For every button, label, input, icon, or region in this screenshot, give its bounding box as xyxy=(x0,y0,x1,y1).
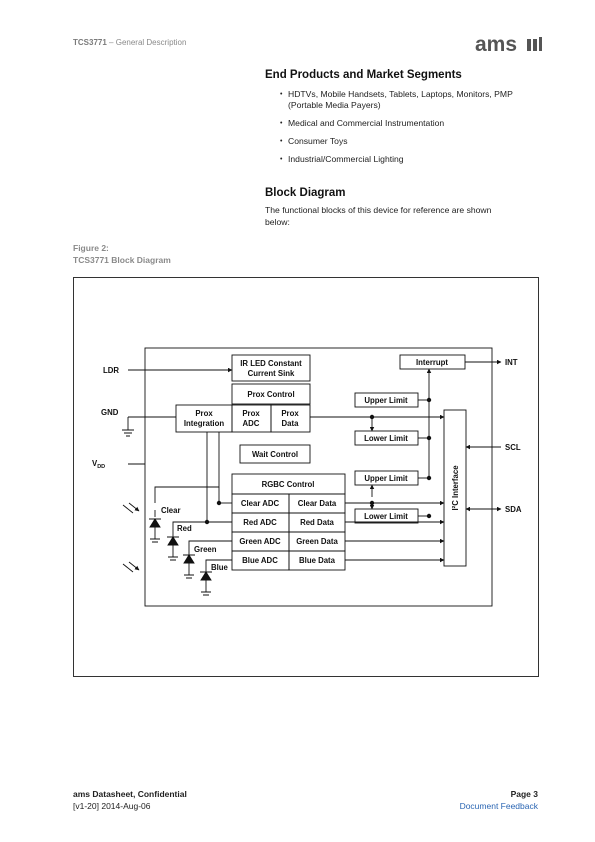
footer-revision: [v1-20] 2014-Aug-06 xyxy=(73,801,151,811)
photodiode-blue-label: Blue xyxy=(211,563,229,572)
footer-title: ams Datasheet, Confidential xyxy=(73,789,187,799)
figure-frame xyxy=(73,277,539,677)
pin-sda-label: SDA xyxy=(505,505,522,514)
clear-data-label: Clear Data xyxy=(298,499,337,508)
header-product: TCS3771 xyxy=(73,38,107,47)
pin-gnd-label: GND xyxy=(101,408,119,417)
pin-ldr-label: LDR xyxy=(103,366,119,375)
wait-control-block xyxy=(239,444,311,464)
upper-limit-1-label: Upper Limit xyxy=(364,396,408,405)
clear-adc-label: Clear ADC xyxy=(241,499,280,508)
prox-data-block xyxy=(270,404,311,433)
list-item: Medical and Commercial Instrumentation xyxy=(280,118,535,129)
chip-outline xyxy=(144,347,493,607)
red-photodiode-icon xyxy=(167,536,179,546)
prox-integration-label-2: Integration xyxy=(184,419,225,428)
prox-control-block xyxy=(231,383,311,405)
footer-left: ams Datasheet, Confidential [v1-20] 2014… xyxy=(73,789,187,811)
i2c-interface-block xyxy=(443,409,467,567)
lower-limit-1-label: Lower Limit xyxy=(364,434,408,443)
end-products-list: HDTVs, Mobile Handsets, Tablets, Laptops… xyxy=(280,89,535,172)
green-photodiode-icon xyxy=(183,554,195,564)
pin-int-label: INT xyxy=(505,358,518,367)
block-diagram: IR LED Constant Current Sink Prox Contro… xyxy=(92,347,522,607)
prox-integration-label-1: Prox xyxy=(195,409,213,418)
light-arrow-icon xyxy=(122,502,139,513)
clear-photodiode-icon xyxy=(149,518,161,528)
ir-led-label-1: IR LED Constant xyxy=(240,359,302,368)
blue-photodiode-icon xyxy=(200,571,212,581)
light-arrow-icon xyxy=(122,561,139,572)
photodiode-clear-label: Clear xyxy=(161,506,181,515)
document-feedback-link[interactable]: Document Feedback xyxy=(459,801,538,811)
blue-data-label: Blue Data xyxy=(299,556,336,565)
upper-limit-2-label: Upper Limit xyxy=(364,474,408,483)
prox-control-label: Prox Control xyxy=(247,390,294,399)
logo-text: ams xyxy=(475,34,517,56)
green-data-label: Green Data xyxy=(296,537,338,546)
ir-led-label-2: Current Sink xyxy=(248,369,295,378)
wait-control-label: Wait Control xyxy=(252,450,298,459)
end-products-heading: End Products and Market Segments xyxy=(265,69,462,81)
list-item: Consumer Toys xyxy=(280,136,535,147)
blue-data-block xyxy=(288,550,346,571)
prox-adc-label-1: Prox xyxy=(242,409,260,418)
block-diagram-text: The functional blocks of this device for… xyxy=(265,205,492,227)
blue-adc-label: Blue ADC xyxy=(242,556,278,565)
header-section: General Description xyxy=(115,38,187,47)
prox-adc-label-2: ADC xyxy=(243,419,260,428)
ams-logo: ams xyxy=(475,34,542,56)
block-diagram-heading: Block Diagram xyxy=(265,187,346,199)
figure-caption: TCS3771 Block Diagram xyxy=(73,255,171,265)
prox-data-label-1: Prox xyxy=(281,409,299,418)
i2c-interface-label: I²C Interface xyxy=(451,465,460,511)
footer-right: Page 3 Document Feedback xyxy=(460,789,538,811)
running-header: TCS3771 – General Description xyxy=(73,38,186,47)
prox-data-label-2: Data xyxy=(282,419,300,428)
interrupt-label: Interrupt xyxy=(416,358,448,367)
photodiode-red-label: Red xyxy=(177,524,192,533)
list-item: HDTVs, Mobile Handsets, Tablets, Laptops… xyxy=(280,89,535,111)
red-adc-label: Red ADC xyxy=(243,518,277,527)
green-adc-label: Green ADC xyxy=(239,537,281,546)
red-data-label: Red Data xyxy=(300,518,334,527)
pin-scl-label: SCL xyxy=(505,443,521,452)
list-item: Industrial/Commercial Lighting xyxy=(280,154,535,165)
page-number: Page 3 xyxy=(510,789,538,799)
header-separator: – xyxy=(109,38,114,47)
pin-vdd-label: VDD xyxy=(92,459,105,470)
lower-limit-2-label: Lower Limit xyxy=(364,512,408,521)
rgbc-control-label: RGBC Control xyxy=(262,480,315,489)
figure-number: Figure 2: xyxy=(73,243,109,253)
photodiode-green-label: Green xyxy=(194,545,217,554)
